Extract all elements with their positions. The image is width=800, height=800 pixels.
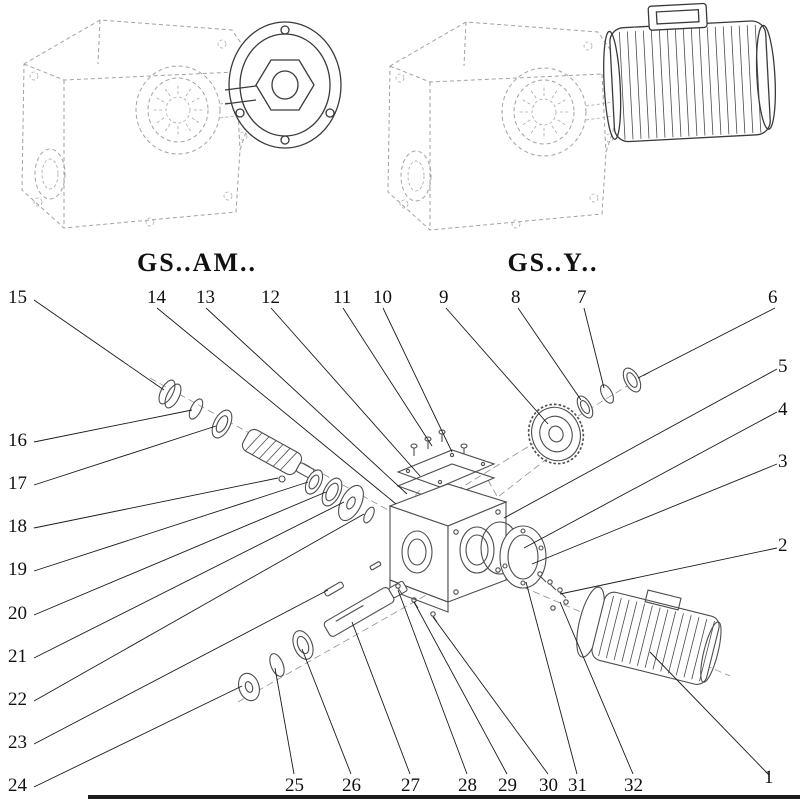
gearbox-y-drawing	[387, 2, 776, 231]
leader-line-28	[397, 589, 468, 775]
input-shaft-parts	[158, 379, 375, 524]
callout-24: 24	[8, 775, 27, 796]
motor-bolts	[537, 571, 569, 611]
callout-7: 7	[577, 287, 587, 308]
variant-label-gs-am: GS..AM..	[137, 248, 257, 277]
callout-10: 10	[373, 287, 392, 308]
leader-line-16	[33, 409, 193, 443]
cover-plate	[396, 449, 496, 488]
bottom-border-line	[88, 795, 800, 799]
leader-line-25	[274, 667, 295, 775]
output-flange-ring	[499, 525, 547, 589]
callout-25: 25	[285, 775, 304, 796]
gear-parts	[527, 367, 642, 465]
leader-line-27	[351, 621, 411, 775]
leader-line-22	[33, 513, 365, 702]
callout-17: 17	[8, 473, 27, 494]
leader-line-18	[33, 477, 279, 529]
leader-line-1	[649, 651, 770, 776]
leader-lines-layer	[33, 299, 778, 788]
callout-20: 20	[8, 603, 27, 624]
motor-exploded	[576, 586, 722, 685]
leader-line-21	[33, 501, 345, 659]
callout-16: 16	[8, 430, 27, 451]
callout-13: 13	[196, 287, 215, 308]
helical-gear	[527, 403, 585, 465]
leader-line-4	[523, 411, 778, 549]
callout-26: 26	[342, 775, 361, 796]
callout-1: 1	[764, 767, 774, 788]
leader-line-3	[531, 463, 778, 565]
callout-6: 6	[768, 287, 778, 308]
leader-line-13	[205, 307, 408, 495]
callout-5: 5	[778, 356, 788, 377]
callout-18: 18	[8, 516, 27, 537]
leader-line-15	[33, 299, 165, 391]
callout-3: 3	[778, 451, 788, 472]
callout-23: 23	[8, 732, 27, 753]
leader-line-17	[33, 425, 217, 486]
callout-21: 21	[8, 646, 27, 667]
leader-line-30	[432, 616, 549, 775]
exploded-view	[33, 299, 778, 788]
gearbox-am-body	[21, 19, 251, 229]
worm-shaft	[241, 428, 322, 482]
leader-line-20	[33, 491, 327, 616]
callout-22: 22	[8, 689, 27, 710]
callout-14: 14	[147, 287, 166, 308]
leader-line-6	[637, 307, 776, 379]
callout-15: 15	[8, 287, 27, 308]
motor-drawing	[603, 2, 776, 143]
leader-line-29	[413, 601, 508, 775]
output-axis	[237, 593, 429, 703]
callout-19: 19	[8, 559, 27, 580]
leader-line-5	[503, 368, 778, 519]
leader-line-24	[33, 685, 243, 788]
callout-12: 12	[261, 287, 280, 308]
callout-28: 28	[458, 775, 477, 796]
leader-line-2	[559, 547, 778, 595]
callout-2: 2	[778, 535, 788, 556]
leader-line-10	[382, 307, 453, 453]
leader-line-9	[445, 307, 549, 425]
output-shaft-parts	[238, 561, 438, 702]
leader-line-11	[342, 307, 433, 447]
callout-32: 32	[624, 775, 643, 796]
callout-4: 4	[778, 399, 788, 420]
leader-line-23	[33, 589, 329, 745]
housing	[388, 483, 508, 613]
leader-line-8	[517, 307, 582, 401]
leader-line-26	[301, 648, 352, 775]
leader-line-32	[559, 601, 634, 775]
leader-line-14	[156, 307, 397, 505]
leader-line-7	[583, 307, 605, 389]
callout-9: 9	[439, 287, 449, 308]
leader-line-31	[525, 581, 578, 775]
leader-line-12	[270, 307, 421, 477]
callout-31: 31	[568, 775, 587, 796]
callout-8: 8	[511, 287, 521, 308]
gearbox-am-drawing	[21, 19, 342, 229]
leader-line-19	[33, 481, 309, 572]
callout-30: 30	[539, 775, 558, 796]
gearbox-y-body	[387, 21, 617, 231]
callout-27: 27	[401, 775, 420, 796]
callout-29: 29	[498, 775, 517, 796]
gear-guide-line	[493, 457, 549, 501]
callout-11: 11	[333, 287, 352, 308]
output-flange-drawing	[224, 21, 342, 149]
variant-label-gs-y: GS..Y..	[507, 248, 599, 277]
